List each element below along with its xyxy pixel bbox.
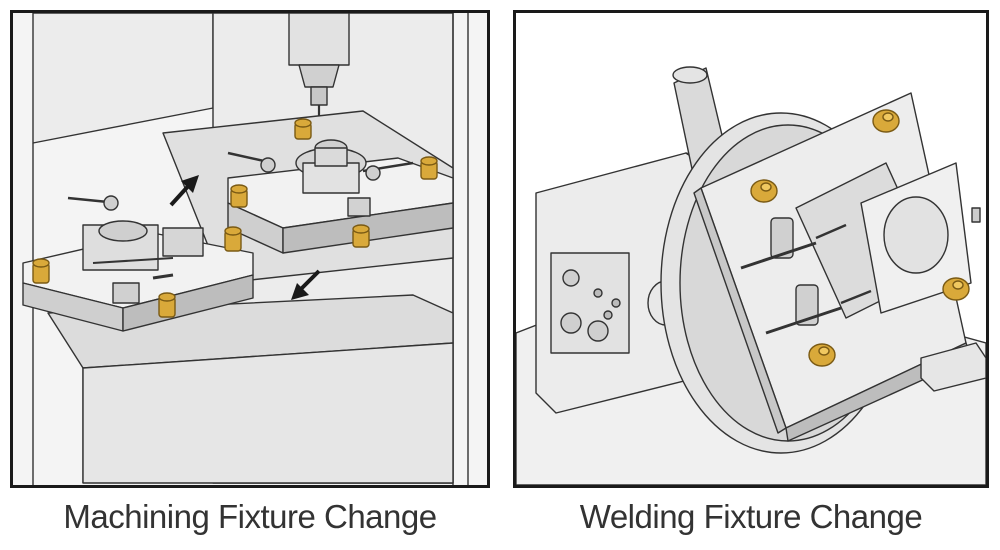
caption-machining: Machining Fixture Change [63, 498, 437, 535]
workpiece-clamp [795, 162, 981, 319]
machining-fixture-drawing [13, 13, 487, 485]
toggle-clamp [765, 284, 872, 335]
fixture-front [67, 195, 204, 304]
welding-fixture-illustration [513, 10, 989, 488]
toggle-clamp [740, 217, 847, 270]
arrow-down-icon [291, 269, 321, 300]
arrow-up-icon [169, 175, 199, 207]
machining-fixture-illustration [10, 10, 490, 488]
caption-welding: Welding Fixture Change [579, 498, 923, 535]
support-block [920, 342, 986, 392]
spindle [288, 13, 350, 131]
welding-fixture-drawing [516, 13, 986, 485]
fixture-back [227, 139, 414, 217]
